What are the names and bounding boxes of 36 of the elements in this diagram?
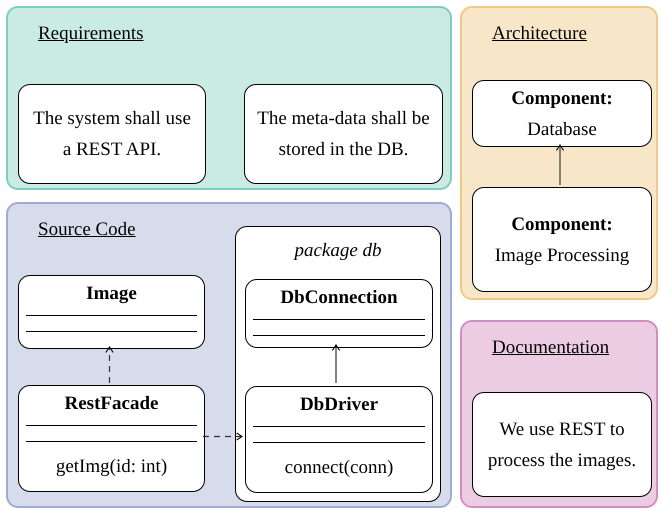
component-box	[472, 187, 652, 292]
class-name: Image	[86, 282, 137, 306]
class-box	[18, 385, 205, 492]
component-label: Component:	[511, 212, 613, 236]
node-text: The system shall use a REST API.	[32, 107, 192, 162]
panel-title: Documentation	[492, 336, 610, 360]
node-text: We use REST to process the images.	[486, 418, 638, 472]
panel	[6, 202, 452, 508]
note-box	[244, 84, 443, 184]
class-box	[18, 275, 205, 349]
method-text: getImg(id: int)	[56, 454, 168, 478]
class-name: RestFacade	[64, 392, 158, 416]
component-name: Image Processing	[494, 244, 630, 268]
package-box	[235, 226, 441, 502]
panel	[460, 6, 658, 300]
class-box	[245, 386, 433, 493]
component-box	[472, 80, 652, 147]
panel	[460, 320, 658, 508]
class-name: DbConnection	[280, 286, 398, 310]
arrow	[332, 344, 340, 383]
package-title: package db	[294, 239, 382, 263]
class-name: DbDriver	[300, 393, 378, 417]
panel-title: Requirements	[38, 22, 144, 46]
component-name: Database	[527, 118, 597, 142]
method-text: connect(conn)	[284, 456, 394, 480]
note-box	[472, 392, 652, 497]
component-label: Component:	[511, 86, 613, 110]
arrow	[556, 144, 564, 185]
note-box	[18, 84, 206, 184]
node-text: The meta-data shall be stored in the DB.	[256, 107, 431, 162]
dashed-arrow	[203, 432, 243, 441]
dashed-arrow	[105, 346, 114, 383]
panel-title: Source Code	[38, 218, 136, 242]
class-box	[245, 279, 433, 348]
panel	[6, 6, 452, 190]
panel-title: Architecture	[492, 22, 587, 46]
